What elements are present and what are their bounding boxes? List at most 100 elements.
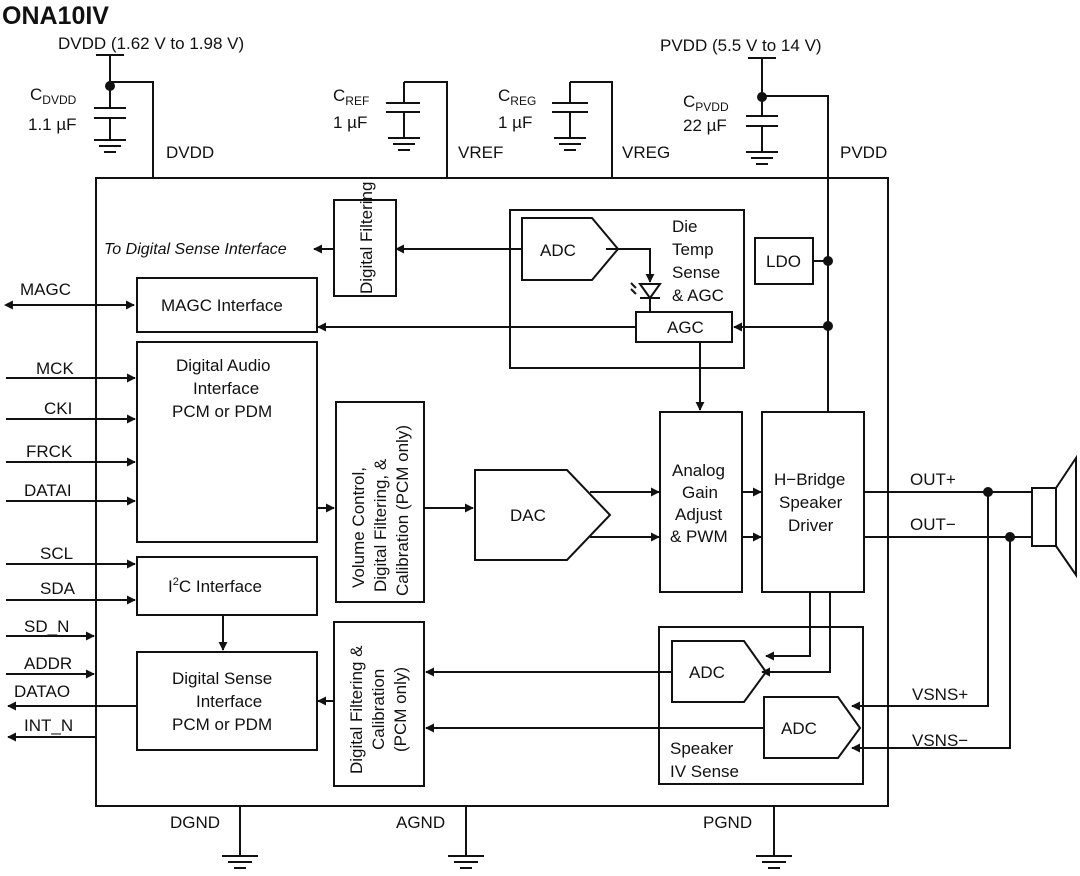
speaker-iv-line-2: IV Sense (670, 762, 739, 781)
digital-filtering-cal-block (333, 621, 425, 787)
agnd-ground-icon (448, 806, 484, 869)
dvdd-capacitor-ground (94, 107, 126, 153)
dvdd-wire (109, 55, 154, 178)
pin-out-plus: OUT+ (910, 470, 956, 489)
hbridge-to-adc1-arrow-2 (761, 592, 831, 677)
pin-vref: VREF (458, 143, 503, 162)
pgnd-ground-icon (756, 806, 792, 869)
dgnd-ground-icon (222, 806, 258, 869)
speaker-iv-line-1: Speaker (670, 739, 734, 758)
c-ref-value: 1 µF (333, 113, 367, 132)
c-dvdd-label: CDVDD (30, 85, 77, 107)
temp-sense-wire (606, 248, 655, 283)
vsns-plus-arrow (851, 492, 989, 711)
pin-out-minus: OUT− (910, 515, 956, 534)
digital-audio-line-1: Digital Audio (176, 356, 271, 375)
agc-label: AGC (667, 318, 704, 337)
adc-sense-2-block (763, 696, 862, 759)
adc-temp-label: ADC (540, 241, 576, 260)
dac-label: DAC (510, 506, 546, 525)
c-dvdd-value: 1.1 µF (28, 115, 77, 134)
die-temp-line-3: Sense (672, 263, 720, 282)
magc-interface-block (136, 277, 318, 333)
pin-magc: MAGC (20, 280, 71, 299)
digital-sense-line-1: Digital Sense (172, 669, 272, 688)
pin-vsns-plus: VSNS+ (912, 685, 968, 704)
pin-addr: ADDR (24, 654, 72, 673)
pin-vreg: VREG (622, 143, 670, 162)
analog-gain-line-3: Adjust (675, 505, 723, 524)
pin-frck: FRCK (26, 442, 73, 461)
pvdd-node (757, 92, 767, 102)
hbridge-line-2: Speaker (779, 493, 843, 512)
pin-datao: DATAO (14, 682, 70, 701)
pin-vsns-minus: VSNS− (912, 731, 968, 750)
analog-gain-block (659, 411, 743, 593)
pvdd-range-label: PVDD (5.5 V to 14 V) (660, 36, 822, 55)
hbridge-to-adc1-arrow-1 (765, 592, 811, 661)
pin-pgnd: PGND (703, 813, 752, 832)
digital-audio-line-3: PCM or PDM (172, 402, 272, 421)
ldo-label: LDO (766, 252, 801, 271)
digital-audio-block (136, 341, 318, 543)
vref-capacitor (386, 81, 448, 178)
adc-sense-1-block (671, 640, 768, 703)
analog-gain-line-2: Gain (682, 483, 718, 502)
speaker-icon (1031, 454, 1077, 579)
analog-gain-line-1: Analog (672, 461, 725, 480)
dvdd-range-label: DVDD (1.62 V to 1.98 V) (58, 34, 244, 53)
i2c-interface-label: I2C Interface (168, 576, 262, 596)
c-pvdd-label: CPVDD (683, 92, 729, 114)
hbridge-block (761, 411, 865, 593)
pin-datai: DATAI (24, 481, 72, 500)
digital-sense-line-3: PCM or PDM (172, 715, 272, 734)
digital-filtering-cal-line-3: (PCM only) (391, 667, 410, 752)
volume-control-line-1: Volume Control, (349, 467, 368, 588)
c-reg-value: 1 µF (498, 113, 532, 132)
digital-sense-line-2: Interface (196, 692, 262, 711)
volume-control-line-3: Calibration (PCM only) (393, 425, 412, 596)
pin-int-n: INT_N (24, 716, 73, 735)
analog-gain-line-4: & PWM (670, 527, 728, 546)
pin-sd-n: SD_N (24, 617, 69, 636)
temp-diode-icon (638, 283, 662, 312)
c-pvdd-value: 22 µF (683, 116, 727, 135)
dvdd-node (105, 81, 115, 91)
digital-sense-block (136, 651, 318, 751)
pvdd-agc-node (823, 321, 833, 331)
volume-control-line-2: Digital Filtering, & (371, 458, 390, 592)
pin-cki: CKI (44, 399, 72, 418)
vsns-minus-arrow (851, 537, 1011, 753)
pin-mck: MCK (36, 359, 74, 378)
die-temp-line-2: Temp (672, 240, 714, 259)
die-temp-line-1: Die (672, 217, 698, 236)
magc-interface-label: MAGC Interface (161, 296, 283, 315)
c-ref-label: CREF (333, 86, 369, 108)
ldo-node (823, 256, 833, 266)
adc-temp-block (521, 217, 620, 281)
volume-control-block (335, 401, 425, 603)
die-temp-line-4: & AGC (672, 286, 724, 305)
hbridge-line-1: H−Bridge (774, 470, 845, 489)
c-reg-label: CREG (498, 86, 536, 108)
i2c-interface-block (136, 556, 318, 616)
digital-audio-line-2: Interface (193, 379, 259, 398)
vreg-capacitor (552, 81, 613, 178)
to-digital-sense-label: To Digital Sense Interface (104, 241, 287, 258)
digital-filtering-cal-line-2: Calibration (369, 669, 388, 750)
diode-rays-icon (630, 282, 637, 295)
pin-scl: SCL (40, 544, 73, 563)
dac-block (474, 469, 612, 561)
hbridge-line-3: Driver (788, 516, 834, 535)
pvdd-wire (746, 57, 829, 400)
digital-filtering-cal-line-1: Digital Filtering & (347, 645, 366, 774)
pin-agnd: AGND (396, 813, 445, 832)
adc-sense-1-label: ADC (689, 663, 725, 682)
pin-dgnd: DGND (170, 813, 220, 832)
chip-title: ONA10IV (2, 2, 109, 30)
pin-dvdd: DVDD (166, 143, 214, 162)
pin-sda: SDA (40, 579, 76, 598)
pin-pvdd: PVDD (840, 143, 887, 162)
digital-filtering-top-label: Digital Filtering (357, 182, 376, 294)
